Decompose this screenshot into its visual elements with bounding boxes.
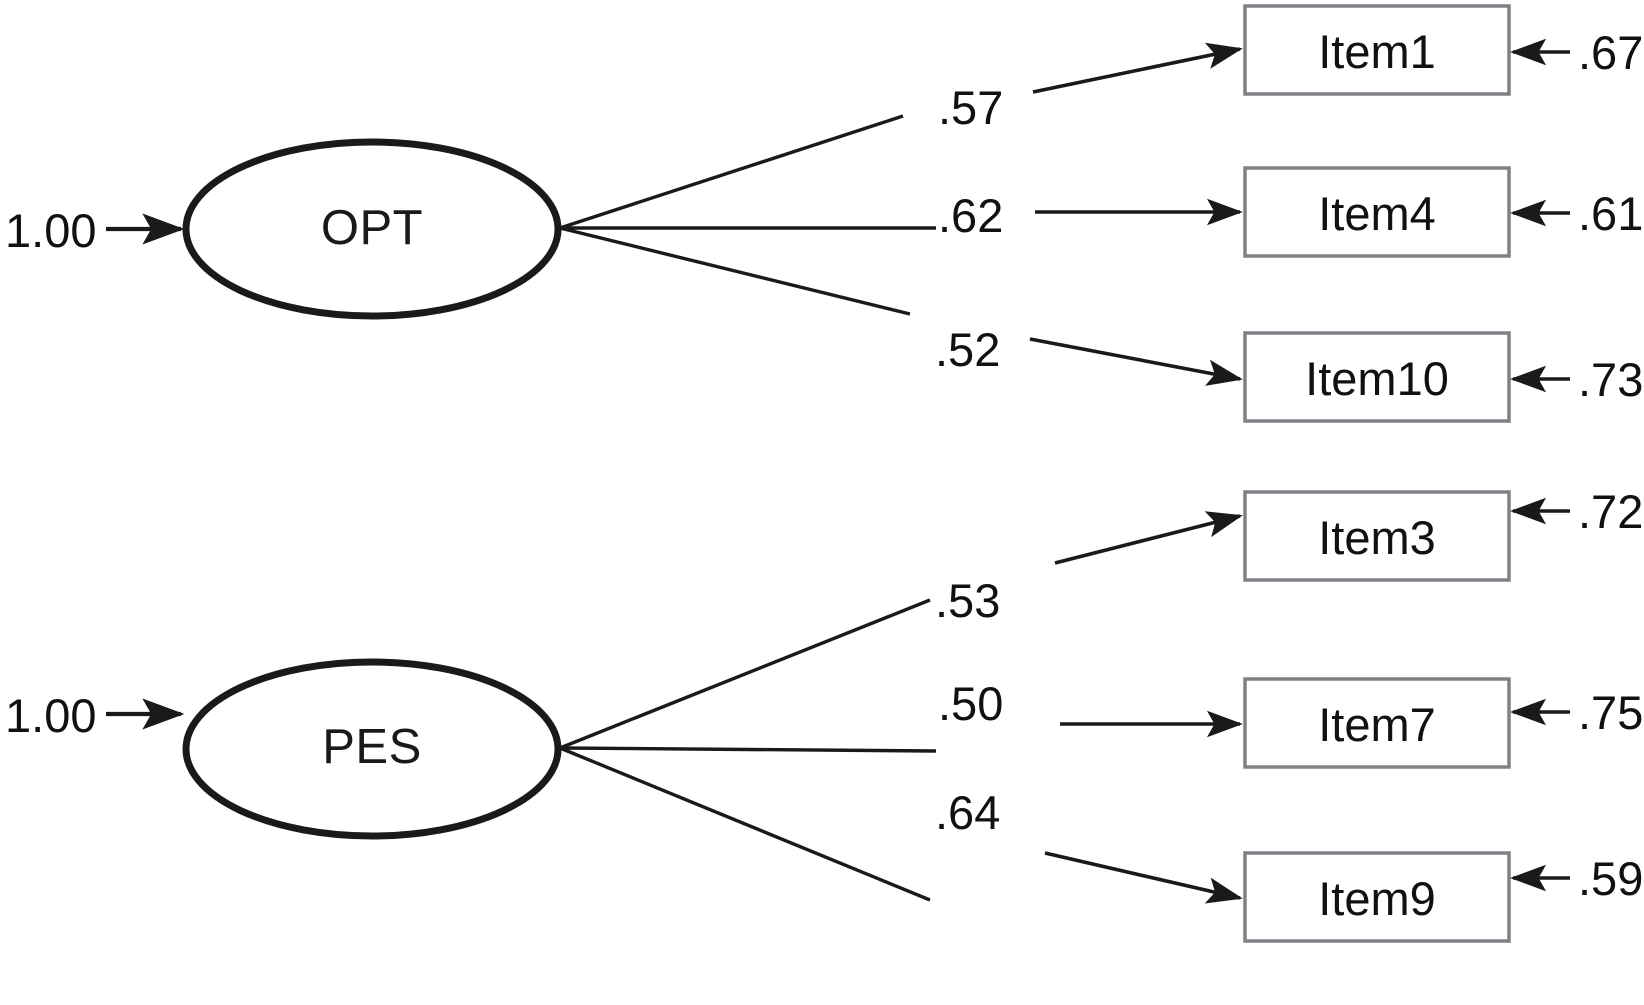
loading-line-pes-item9 xyxy=(559,746,931,902)
loading-label-pes-item9: .64 xyxy=(935,786,1001,839)
loading-arrow-opt-item10 xyxy=(1029,337,1243,386)
loading-label-opt-item1: .57 xyxy=(938,81,1004,134)
loading-line-opt-item10 xyxy=(559,226,911,316)
residual-label-item4: .61 xyxy=(1578,187,1644,240)
residual-label-item10: .73 xyxy=(1578,353,1644,406)
loading-line-pes-item3 xyxy=(559,598,931,750)
residual-label-item3: .72 xyxy=(1578,485,1644,538)
loading-arrow-pes-item9 xyxy=(1044,851,1243,904)
indicator-box-item7[interactable] xyxy=(1243,677,1511,769)
indicator-label-item1: Item1 xyxy=(1318,25,1436,78)
loading-arrow-opt-item1 xyxy=(1032,42,1243,94)
variance-label-opt: 1.00 xyxy=(5,204,97,257)
indicator-box-item1[interactable] xyxy=(1243,4,1511,96)
factor-ellipse-opt[interactable] xyxy=(182,138,562,320)
residual-label-item9: .59 xyxy=(1578,852,1644,905)
indicator-label-item4: Item4 xyxy=(1318,187,1436,240)
factor-name-pes: PES xyxy=(322,720,422,774)
indicator-label-item10: Item10 xyxy=(1305,352,1449,405)
indicator-box-item10[interactable] xyxy=(1243,331,1511,423)
loading-label-opt-item10: .52 xyxy=(935,323,1001,376)
indicator-label-item7: Item7 xyxy=(1318,698,1436,751)
loading-arrow-pes-item3 xyxy=(1054,511,1243,565)
indicator-label-item3: Item3 xyxy=(1318,511,1436,564)
indicator-label-item9: Item9 xyxy=(1318,872,1436,925)
loading-line-opt-item1 xyxy=(559,114,904,230)
loading-label-opt-item4: .62 xyxy=(938,189,1004,242)
variance-label-pes: 1.00 xyxy=(5,689,97,742)
factor-ellipse-pes[interactable] xyxy=(182,658,562,840)
residual-label-item1: .67 xyxy=(1578,26,1644,79)
loading-label-pes-item3: .53 xyxy=(935,574,1001,627)
indicator-box-item4[interactable] xyxy=(1243,166,1511,258)
loading-label-pes-item7: .50 xyxy=(938,677,1004,730)
factor-name-opt: OPT xyxy=(320,201,424,255)
indicator-box-item3[interactable] xyxy=(1243,490,1511,582)
indicator-box-item9[interactable] xyxy=(1243,851,1511,943)
residual-label-item7: .75 xyxy=(1578,686,1644,739)
loading-line-pes-item7 xyxy=(559,746,937,753)
